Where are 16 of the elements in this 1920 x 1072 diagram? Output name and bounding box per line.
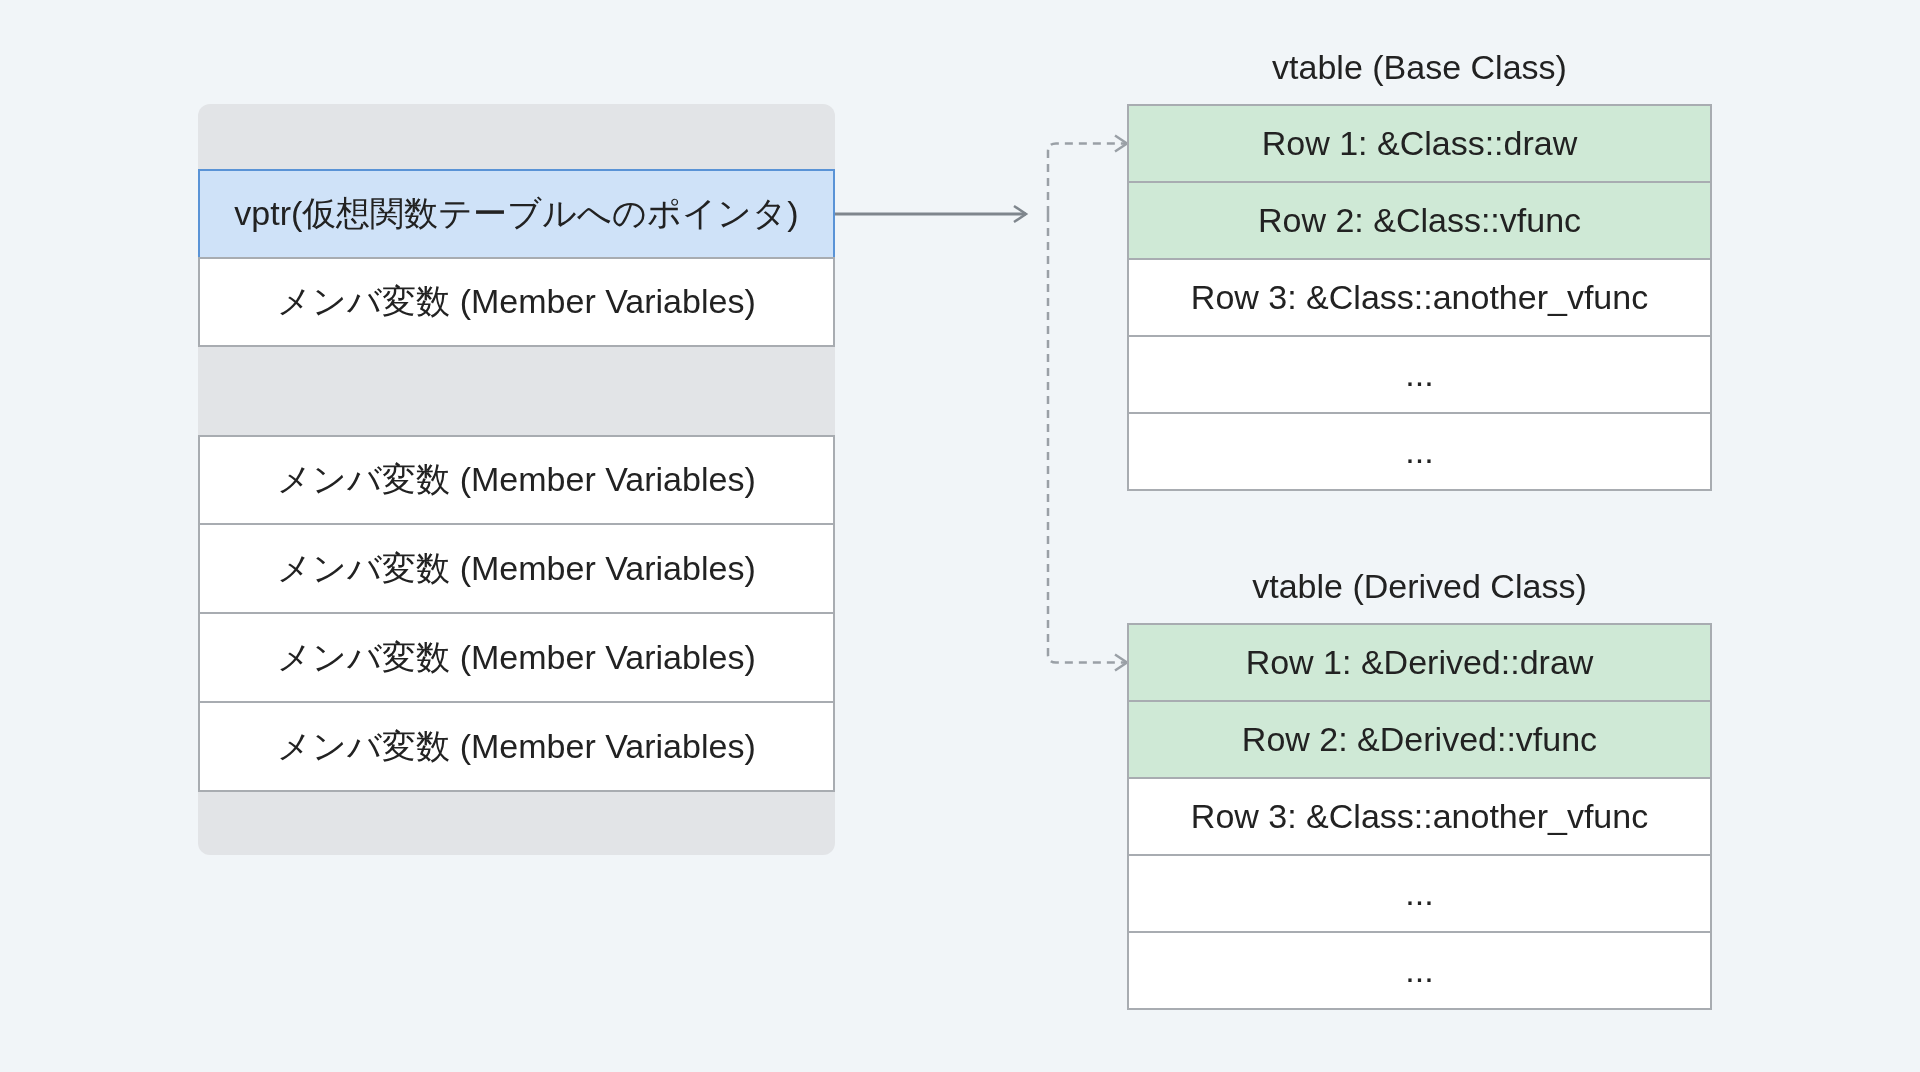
table-row: Row 2: &Derived::vfunc — [1127, 700, 1712, 779]
pointer-cell: vptr(仮想関数テーブルへのポインタ) — [198, 169, 835, 259]
table-row: Row 2: &Class::vfunc — [1127, 181, 1712, 260]
table-row: メンバ変数 (Member Variables) — [198, 523, 835, 614]
table-row: メンバ変数 (Member Variables) — [198, 701, 835, 792]
table-row: Row 1: &Derived::draw — [1127, 623, 1712, 702]
table-row: Row 1: &Class::draw — [1127, 104, 1712, 183]
table-title: vtable (Derived Class) — [1251, 567, 1588, 606]
arrow — [835, 204, 1028, 224]
table-row: メンバ変数 (Member Variables) — [198, 435, 835, 525]
table-row: メンバ変数 (Member Variables) — [198, 257, 835, 347]
memory-block-background — [198, 104, 835, 855]
arrow — [1046, 134, 1129, 214]
arrow — [1046, 214, 1129, 672]
table-row: メンバ変数 (Member Variables) — [198, 612, 835, 703]
table-title: vtable (Base Class) — [1271, 48, 1568, 87]
